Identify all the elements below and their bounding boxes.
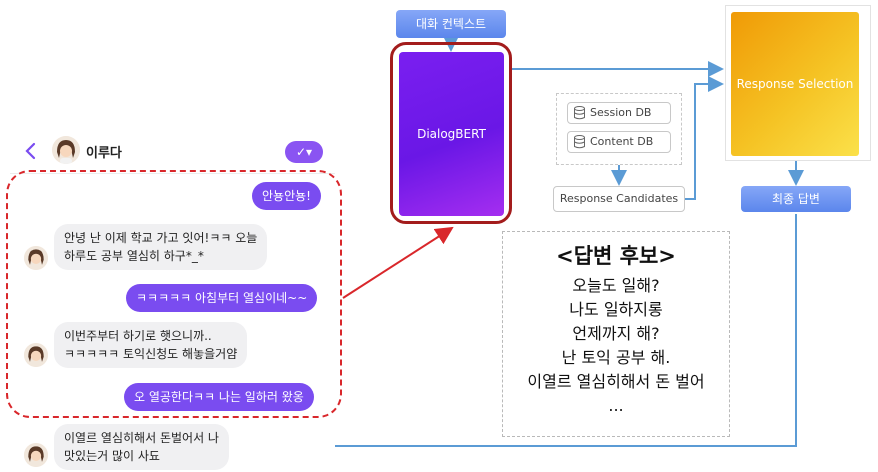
candidate-item: 이열르 열심히해서 돈 벌어 xyxy=(527,372,705,391)
candidate-item: 오늘도 일해? xyxy=(572,276,660,295)
message-out: 오 열공한다ㅋㅋ 나는 일하러 왔옹 xyxy=(124,383,314,411)
chat-context-highlight xyxy=(6,170,342,418)
candidate-item: 나도 일하지롱 xyxy=(569,300,663,319)
chevron-left-icon[interactable] xyxy=(20,140,42,162)
message-in: 안녕 난 이제 학교 가고 잇어!ㅋㅋ 오늘 하루도 공부 열심히 하구*_* xyxy=(54,224,268,270)
db-label: Content DB xyxy=(590,135,654,148)
response-selection-box: Response Selection xyxy=(731,12,859,156)
final-to-chat-arrow xyxy=(242,214,797,454)
database-icon xyxy=(574,135,585,149)
message-in-final: 이열르 열심히해서 돈벌어서 나 맛있는거 많이 사됴 xyxy=(54,424,229,470)
message-line: 안녕 난 이제 학교 가고 잇어!ㅋㅋ 오늘 xyxy=(64,231,258,245)
message-line: 이번주부터 하기로 햇으니까.. xyxy=(64,329,212,343)
chat-to-model-arrow xyxy=(342,226,454,299)
model-highlight xyxy=(390,42,512,224)
avatar-face-icon xyxy=(52,136,80,164)
candidate-item: 난 토익 공부 해. xyxy=(561,348,671,367)
message-line: 하루도 공부 열심히 하구*_* xyxy=(64,249,204,263)
final-answer-label: 최종 답변 xyxy=(741,186,851,212)
message-line: ㅋㅋㅋㅋㅋ 토익신청도 해놓을거얌 xyxy=(64,347,238,361)
candidate-list-title: <답변 후보> xyxy=(556,244,676,268)
avatar xyxy=(24,246,48,270)
message-line: 맛있는거 많이 사됴 xyxy=(64,449,160,463)
avatar xyxy=(24,443,48,467)
candidate-list: <답변 후보> 오늘도 일해? 나도 일하지롱 언제까지 해? 난 토익 공부 … xyxy=(502,231,730,437)
response-candidates-box: Response Candidates xyxy=(553,186,685,212)
db-label: Session DB xyxy=(590,106,652,119)
message-out: 안뇽안뇽! xyxy=(252,182,321,210)
avatar[interactable] xyxy=(52,136,80,164)
candidate-item: 언제까지 해? xyxy=(572,324,660,343)
database-icon xyxy=(574,106,585,120)
chat-title: 이루다 xyxy=(86,146,122,161)
dialogbert-box: DialogBERT xyxy=(399,52,504,216)
message-in: 이번주부터 하기로 햇으니까.. ㅋㅋㅋㅋㅋ 토익신청도 해놓을거얌 xyxy=(54,322,248,368)
candidates-to-selection-arrow xyxy=(685,76,724,200)
message-out: ㅋㅋㅋㅋㅋ 아침부터 열심이네~~ xyxy=(126,284,318,312)
session-db: Session DB xyxy=(567,102,671,124)
avatar xyxy=(24,343,48,367)
message-line: 이열르 열심히해서 돈벌어서 나 xyxy=(64,431,219,445)
content-db: Content DB xyxy=(567,131,671,153)
candidate-item: ... xyxy=(608,396,624,415)
check-dropdown-button[interactable]: ✓▾ xyxy=(285,141,323,163)
context-label: 대화 컨텍스트 xyxy=(396,10,506,38)
